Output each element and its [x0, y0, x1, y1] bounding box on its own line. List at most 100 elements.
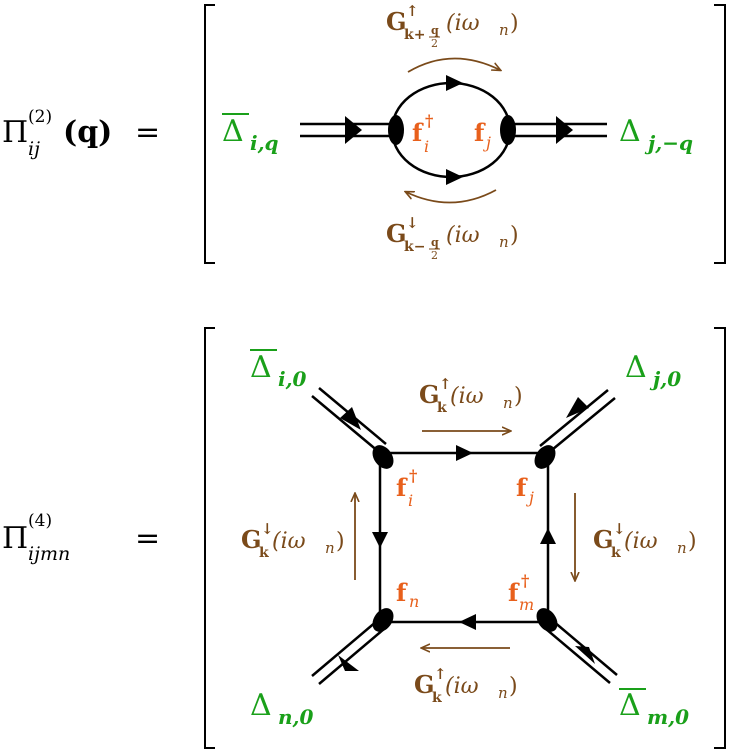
bottom-right-propagator-label: G ↓ k (iω n ) [593, 520, 697, 561]
bottom-bottom-propagator-label: G ↑ k (iω n ) [414, 665, 518, 706]
svg-text:q: q [431, 236, 439, 249]
svg-text:k+: k+ [404, 27, 425, 43]
top-vertex-left [388, 115, 404, 145]
svg-text:f: f [508, 578, 520, 607]
svg-text:k: k [611, 545, 621, 561]
top-left-bracket [204, 4, 215, 264]
svg-text:): ) [514, 384, 523, 409]
bottom-field-top-right-label: Δ j,0 [625, 350, 681, 391]
svg-text:Δ: Δ [619, 114, 641, 149]
bottom-bottom-left-arrowhead [338, 655, 359, 671]
bottom-vertex-bottom-right [536, 608, 558, 632]
top-right-field-label: Δ j,−q [619, 114, 693, 155]
svg-text:n: n [677, 539, 687, 557]
svg-text:q: q [431, 24, 439, 37]
svg-text:↓: ↓ [406, 214, 419, 232]
bottom-equation: Π (4) ijmn = [2, 327, 726, 749]
svg-text:): ) [510, 11, 519, 36]
top-vertex-right [500, 115, 516, 145]
svg-text:f: f [474, 118, 486, 147]
svg-text:G: G [386, 219, 407, 248]
bottom-lhs-pi: Π [2, 521, 28, 556]
top-lower-propagator-label: G ↓ k− q 2 (iω n ) [386, 214, 519, 262]
svg-text:†: † [409, 466, 417, 485]
bottom-right-bracket [714, 327, 726, 749]
bottom-top-edge-arrow [456, 445, 473, 461]
svg-text:k: k [437, 400, 447, 416]
top-right-arrowhead [556, 116, 573, 144]
svg-text:Δ: Δ [222, 114, 244, 149]
bottom-vertex-top-left-label: f † i [396, 466, 417, 510]
svg-text:j: j [526, 488, 534, 507]
svg-text:G: G [414, 670, 435, 699]
bottom-top-right-arrowhead [566, 397, 589, 418]
bottom-double-line-bottom-left [311, 620, 385, 685]
svg-text:j,−q: j,−q [644, 131, 693, 155]
bottom-left-propagator-label: G ↓ k (iω n ) [241, 520, 345, 561]
svg-text:n,0: n,0 [278, 705, 314, 729]
svg-text:Δ: Δ [250, 688, 272, 723]
top-fermion-loop [390, 81, 512, 179]
svg-text:(iω: (iω [624, 529, 658, 554]
svg-text:): ) [688, 529, 697, 554]
svg-text:k: k [259, 545, 269, 561]
top-left-arrowhead [345, 116, 362, 144]
svg-text:i: i [408, 491, 413, 510]
svg-text:n: n [325, 539, 335, 557]
svg-text:k: k [432, 690, 442, 706]
svg-text:i,q: i,q [250, 131, 279, 155]
top-equals: = [135, 115, 160, 150]
svg-text:f: f [412, 118, 424, 147]
svg-text:†: † [521, 571, 529, 590]
svg-text:n: n [409, 592, 419, 611]
bottom-left-bracket [204, 327, 215, 749]
svg-text:f: f [396, 578, 408, 607]
top-lhs-pi: Π [2, 115, 28, 150]
bottom-vertex-top-right-label: f j [516, 473, 534, 507]
svg-text:Δ: Δ [250, 350, 272, 385]
svg-text:(iω: (iω [446, 223, 480, 248]
svg-text:n: n [499, 21, 509, 39]
top-left-field-label: Δ i,q [222, 113, 279, 155]
bottom-lhs-sup: (4) [28, 511, 52, 531]
svg-text:Δ: Δ [619, 688, 641, 723]
bottom-bottom-right-arrowhead [575, 646, 595, 664]
bottom-right-edge-arrow [540, 528, 556, 544]
top-upper-propagator-label: G ↑ k+ q 2 (iω n ) [386, 2, 519, 50]
svg-text:f: f [396, 473, 408, 502]
bottom-vertex-bottom-left [372, 608, 394, 632]
svg-text:): ) [509, 674, 518, 699]
svg-text:(iω: (iω [446, 11, 480, 36]
svg-text:n: n [503, 394, 513, 412]
svg-text:f: f [516, 473, 528, 502]
bottom-double-line-bottom-right [545, 620, 618, 684]
svg-text:i: i [424, 137, 429, 156]
svg-text:↑: ↑ [406, 2, 419, 20]
bottom-bottom-edge-arrow [459, 614, 476, 630]
svg-text:): ) [336, 529, 345, 554]
bottom-vertex-bottom-left-label: f n [396, 578, 419, 611]
svg-text:G: G [593, 525, 614, 554]
svg-text:(iω: (iω [272, 529, 306, 554]
svg-text:m,0: m,0 [647, 705, 689, 729]
top-right-bracket [714, 4, 726, 264]
svg-text:G: G [386, 7, 407, 36]
bottom-field-top-left-label: Δ i,0 [250, 349, 307, 391]
bottom-vertex-top-right [534, 445, 556, 469]
top-equation: Π (2) ij (q) = Δ i,q [2, 2, 726, 264]
svg-text:): ) [510, 223, 519, 248]
bottom-lhs-sub: ijmn [28, 543, 70, 565]
svg-text:j: j [483, 133, 491, 152]
svg-text:↑: ↑ [439, 375, 452, 393]
bottom-field-bottom-left-label: Δ n,0 [250, 688, 314, 729]
svg-text:↑: ↑ [434, 665, 447, 683]
top-vertex-right-label: f j [474, 118, 491, 152]
bottom-top-left-arrowhead [340, 407, 361, 430]
svg-text:n: n [498, 684, 508, 702]
svg-text:†: † [425, 111, 433, 130]
top-upper-propagator-arrow [407, 57, 500, 73]
bottom-double-line-top-right [539, 389, 616, 455]
svg-text:↓: ↓ [613, 520, 626, 538]
svg-text:m: m [519, 595, 534, 614]
